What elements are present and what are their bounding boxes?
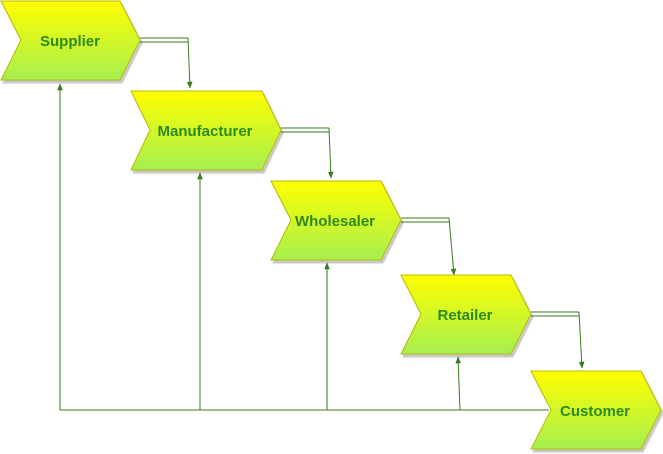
manufacturer-chevron-shape [130, 90, 282, 171]
node-manufacturer[interactable]: Manufacturer [130, 90, 282, 171]
customer-chevron-shape [530, 370, 662, 450]
flow-edges [140, 37, 585, 369]
manufacturer-label: Manufacturer [157, 123, 252, 140]
feedback-edge-retailer [455, 356, 462, 411]
supplier-chevron-shape [0, 0, 141, 81]
retailer-chevron-shape [400, 274, 532, 355]
feedback-edges [57, 83, 549, 411]
node-retailer[interactable]: Retailer [400, 274, 532, 355]
retailer-label: Retailer [437, 307, 492, 324]
node-customer[interactable]: Customer [530, 370, 662, 450]
wholesaler-label: Wholesaler [295, 213, 375, 230]
node-wholesaler[interactable]: Wholesaler [270, 180, 402, 261]
flow-edge-retailer-customer [531, 311, 585, 369]
flow-edge-supplier-manufacturer [140, 37, 193, 89]
flow-edge-wholesaler-retailer [401, 217, 457, 276]
supplier-label: Supplier [40, 33, 100, 50]
node-supplier[interactable]: Supplier [0, 0, 141, 81]
wholesaler-chevron-shape [270, 180, 402, 261]
flow-edge-manufacturer-wholesaler [281, 127, 334, 179]
customer-label: Customer [560, 403, 630, 420]
